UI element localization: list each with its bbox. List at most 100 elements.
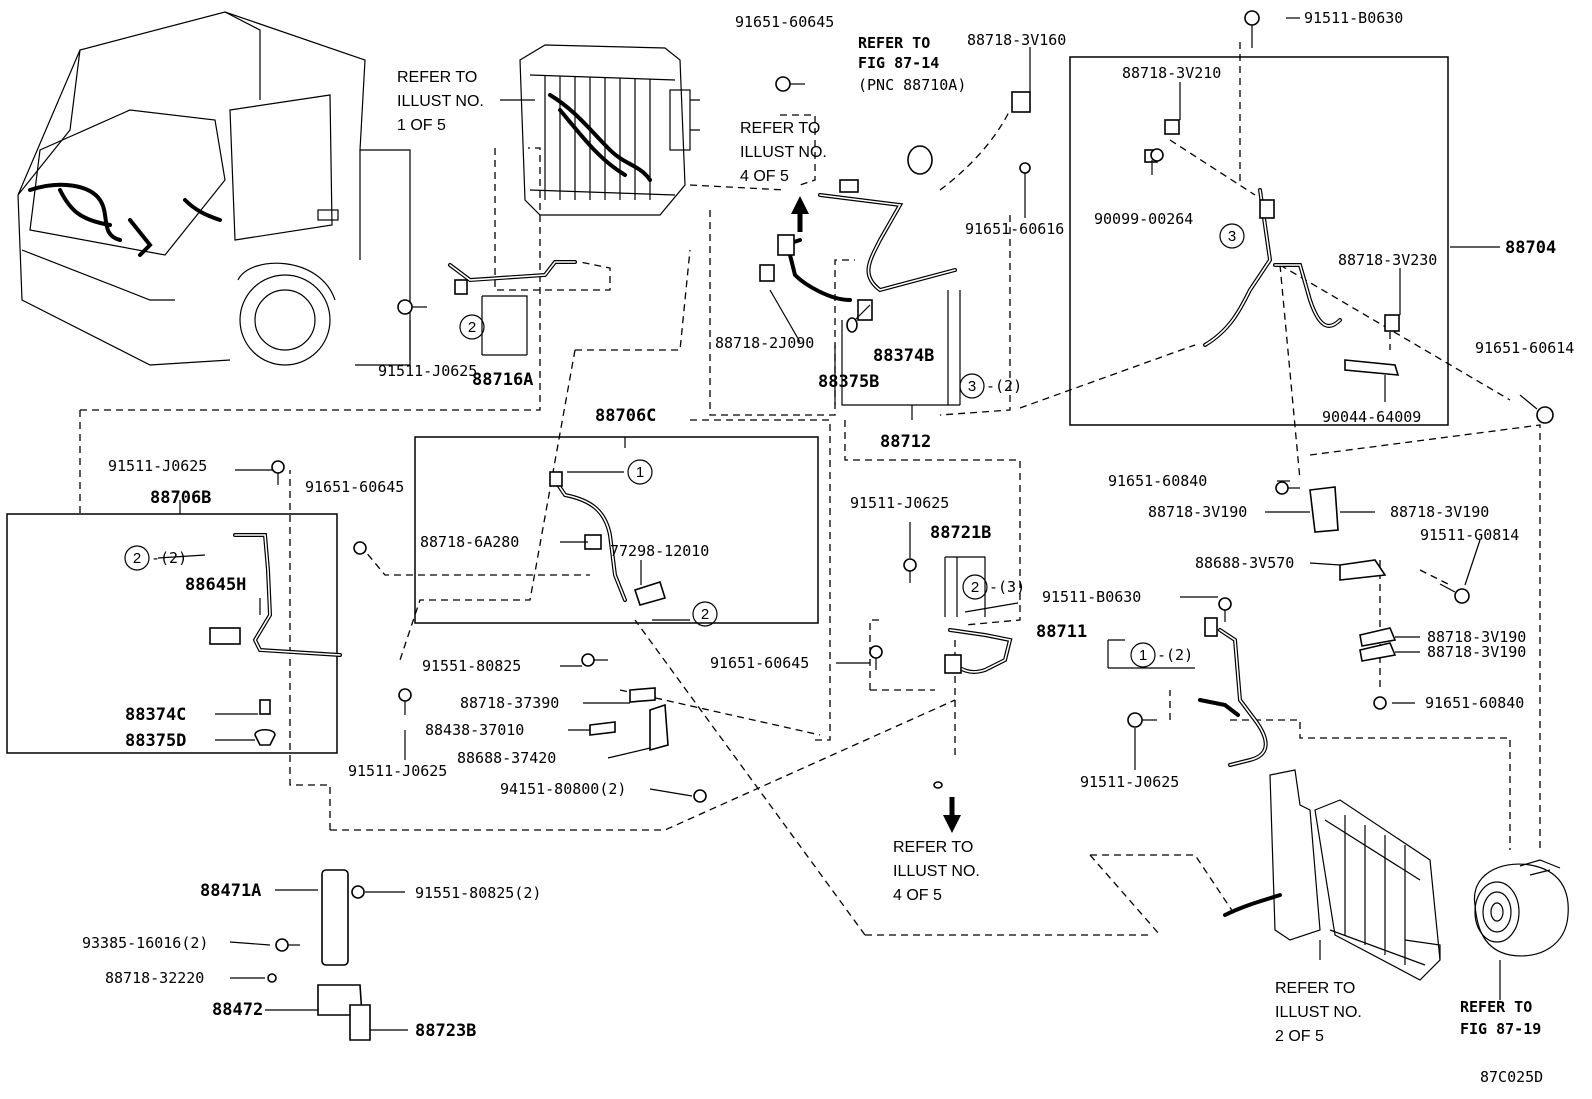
ref-illust-4b-line3: 4 OF 5 (893, 887, 942, 904)
part-label: 88718-3V190 (1427, 628, 1526, 646)
part-label: 91511-J0625 (850, 494, 949, 512)
svg-text:2: 2 (133, 550, 141, 567)
ref-illust-4a-line3: 4 OF 5 (740, 168, 789, 185)
part-label: 88711 (1036, 622, 1087, 642)
part-label: 88718-37390 (460, 694, 559, 712)
group-box-88706c (414, 436, 819, 624)
part-label: 91511-G0814 (1420, 526, 1519, 544)
svg-text:2: 2 (971, 579, 979, 596)
part-label: 91511-B0630 (1042, 588, 1141, 606)
part-label: 93385-16016(2) (82, 934, 208, 952)
ref-illust-1-line2: ILLUST NO. (397, 93, 484, 110)
part-label: 88688-37420 (457, 749, 556, 767)
part-label: 90044-64009 (1322, 408, 1421, 426)
ref-illust-4a-line2: ILLUST NO. (740, 144, 827, 161)
ref-fig-87-19-line1: REFER TO (1460, 998, 1532, 1016)
part-label: 88718-3V210 (1122, 64, 1221, 82)
part-label: 88723B (415, 1021, 476, 1041)
part-label: 88721B (930, 523, 991, 543)
ref-illust-2-line1: REFER TO (1275, 980, 1355, 997)
part-label: 91511-J0625 (108, 457, 207, 475)
part-label: 88706C (595, 406, 656, 426)
callout-2-88721b: 2 (962, 574, 988, 600)
group-box-88704 (1069, 56, 1449, 426)
part-label: 91651-60616 (965, 220, 1064, 238)
part-label: 88718-6A280 (420, 533, 519, 551)
part-label: 88718-3V190 (1148, 503, 1247, 521)
part-label: 91651-60645 (735, 13, 834, 31)
part-label: 88472 (212, 1000, 263, 1020)
reference-notes: REFER TO ILLUST NO. 1 OF 5 REFER TO ILLU… (397, 34, 1541, 1045)
callout-3-88712: 3 (959, 373, 985, 399)
part-label: 88716A (472, 370, 533, 390)
ref-fig-87-14-line3: (PNC 88710A) (858, 76, 966, 94)
callout-3-88704: 3 (1219, 223, 1245, 249)
part-label: 91511-J0625 (348, 762, 447, 780)
part-label: 88375D (125, 731, 186, 751)
part-label: 94151-80800(2) (500, 780, 626, 798)
part-label: 90099-00264 (1094, 210, 1193, 228)
callout-2-88706c: 2 (692, 601, 718, 627)
truck-cab-illustration (17, 11, 411, 366)
part-label: 91511-B0630 (1304, 9, 1403, 27)
part-label: 77298-12010 (610, 542, 709, 560)
fasteners (267, 10, 1554, 983)
ref-illust-4a-line1: REFER TO (740, 120, 820, 137)
diagram-code: 87C025D (1480, 1068, 1543, 1086)
part-label: 88718-3V190 (1390, 503, 1489, 521)
part-label: 88438-37010 (425, 721, 524, 739)
svg-text:2: 2 (468, 319, 476, 336)
callout-1-88711: 1 (1130, 642, 1156, 668)
compressor-illustration (1473, 859, 1569, 957)
callout-2-88716a: 2 (459, 314, 485, 340)
callout-3-88712-qty: -(2) (986, 377, 1022, 395)
part-label: 91551-80825(2) (415, 884, 541, 902)
ref-illust-1-line1: REFER TO (397, 69, 477, 86)
ref-illust-2-line2: ILLUST NO. (1275, 1004, 1362, 1021)
callout-2-88706b: 2 (124, 545, 150, 571)
svg-text:1: 1 (636, 464, 644, 481)
callout-1-88706c: 1 (627, 459, 653, 485)
ref-fig-87-14-line1: REFER TO (858, 34, 930, 52)
part-number-labels: 91651-60645 88718-3V160 91511-B0630 8871… (82, 9, 1574, 1041)
part-label: 88375B (818, 372, 879, 392)
group-box-88706b (6, 513, 338, 754)
part-label: 88718-3V190 (1427, 643, 1526, 661)
ref-illust-4b-line1: REFER TO (893, 839, 973, 856)
leader-lines (157, 17, 1501, 1031)
part-label: 88374C (125, 705, 186, 725)
part-label: 88688-3V570 (1195, 554, 1294, 572)
routing-dashed-lines (79, 42, 1541, 936)
ref-illust-4b-line2: ILLUST NO. (893, 863, 980, 880)
callout-1-qty: -(2) (1157, 646, 1193, 664)
svg-text:3: 3 (968, 378, 976, 395)
hoses-and-fittings (209, 91, 1400, 1041)
part-label: 91651-60840 (1425, 694, 1524, 712)
part-label: 88718-3V230 (1338, 251, 1437, 269)
direction-arrows (791, 196, 961, 833)
part-label: 88706B (150, 488, 211, 508)
condenser-illustration (1223, 769, 1441, 981)
part-label: 88471A (200, 881, 261, 901)
part-label: 91651-60645 (710, 654, 809, 672)
part-label: 88718-2J090 (715, 334, 814, 352)
part-label: 91551-80825 (422, 657, 521, 675)
svg-text:2: 2 (701, 606, 709, 623)
part-label: 91651-60645 (305, 478, 404, 496)
part-label: 88645H (185, 575, 246, 595)
part-label: 88718-32220 (105, 969, 204, 987)
part-label: 91511-J0625 (378, 362, 477, 380)
callout-circles: 1 1 -(2) 2 2 2 -(2) 2 -(3) 3 3 -(2) (124, 223, 1245, 668)
part-label: 91651-60614 (1475, 339, 1574, 357)
part-label: 91511-J0625 (1080, 773, 1179, 791)
callout-2-88721b-qty: -(3) (989, 578, 1025, 596)
svg-text:3: 3 (1228, 228, 1236, 245)
part-label: 91651-60840 (1108, 472, 1207, 490)
evaporator-unit-illustration (519, 44, 700, 216)
ref-illust-2-line3: 2 OF 5 (1275, 1028, 1324, 1045)
receiver-drier (321, 869, 349, 966)
part-label: 88704 (1505, 238, 1556, 258)
ref-fig-87-19-line2: FIG 87-19 (1460, 1020, 1541, 1038)
ref-illust-1-line3: 1 OF 5 (397, 117, 446, 134)
